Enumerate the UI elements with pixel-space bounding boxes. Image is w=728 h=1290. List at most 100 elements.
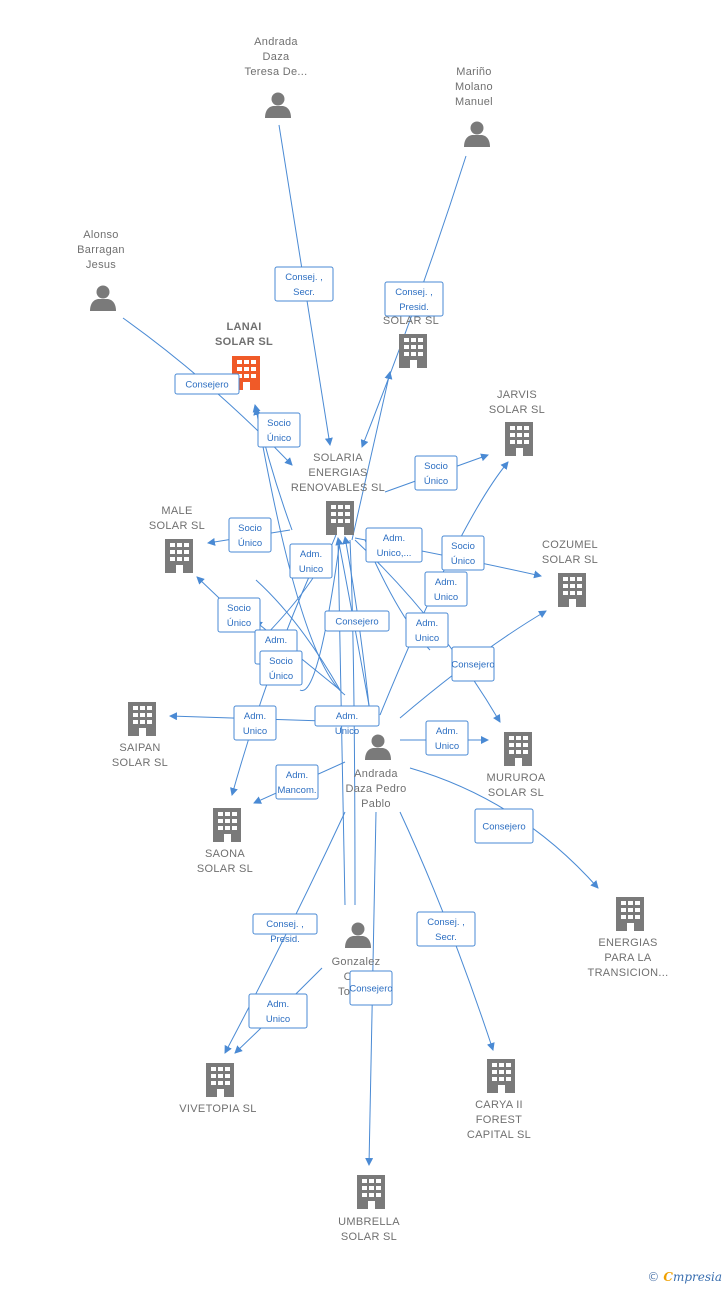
edge-label-box [217, 597, 261, 633]
building-icon [558, 573, 586, 607]
edge-label-text: Consej. , [395, 287, 433, 298]
building-icon [616, 897, 644, 931]
node-label: VIVETOPIA SL [179, 1103, 256, 1115]
edge-label-box [324, 610, 390, 632]
node-label: SOLAR SL [215, 336, 273, 348]
edge-label-text: Unico [434, 592, 458, 603]
node-label: SOLAR SL [489, 404, 545, 416]
edges-layer [122, 124, 599, 1166]
edge-label-text: Adm. [265, 635, 287, 646]
brand-logo-text: mpresia [672, 1270, 722, 1284]
edge-label-box [424, 571, 468, 607]
building-icon [326, 501, 354, 535]
edge-label-text: Socio [269, 656, 293, 667]
edge-label-text: Único [269, 671, 293, 682]
edge-label-text: Unico [335, 726, 359, 737]
edge-label-text: Único [227, 618, 251, 629]
node-label: UMBRELLA [338, 1216, 400, 1228]
edge-label-text: Adm. [244, 711, 266, 722]
edge-label-text: Unico [266, 1014, 290, 1025]
edge-label-box [451, 646, 495, 682]
edge-label-text: Mancom. [277, 785, 316, 796]
node-label: Manuel [455, 96, 493, 108]
brand-footer: ©Cmpresia [647, 1270, 722, 1284]
building-icon [165, 539, 193, 573]
edge-label-box [441, 535, 485, 571]
node-vivetopia[interactable]: VIVETOPIA SL [179, 1063, 256, 1115]
node-label: Molano [455, 81, 493, 93]
node-label: CAPITAL SL [467, 1129, 531, 1141]
edge-label-text: Adm. [436, 726, 458, 737]
node-jarvis[interactable]: JARVIS SOLAR SL [489, 389, 545, 456]
node-label: Daza Pedro [345, 783, 406, 795]
edge-label-text: Unico [415, 633, 439, 644]
building-icon [504, 732, 532, 766]
edge-label: Consejero [349, 970, 393, 1006]
edge-label-text: Único [238, 538, 262, 549]
edge-label-box [384, 281, 444, 317]
edge-label-text: Unico,... [377, 548, 412, 559]
edge-label-text: Unico [243, 726, 267, 737]
edge-label-text: Presid. [399, 302, 429, 313]
building-icon [128, 702, 156, 736]
edge-label-box [274, 266, 334, 302]
edge-label-box [259, 650, 303, 686]
edge-label-text: Consej. , [285, 272, 323, 283]
node-label: RENOVABLES SL [291, 482, 385, 494]
edge-line [253, 407, 346, 696]
edge-label-box [405, 612, 449, 648]
edge-label: Adm.Mancom. [275, 764, 319, 800]
edge-label-text: Consejero [482, 822, 525, 833]
node-label: Teresa De... [245, 66, 308, 78]
node-carya[interactable]: CARYA II FOREST CAPITAL SL [467, 1059, 531, 1141]
edge-label-text: Secr. [435, 932, 457, 943]
node-label: TRANSICION... [588, 967, 669, 979]
node-label: SOLAR SL [542, 554, 598, 566]
node-label: Pablo [361, 798, 391, 810]
edge-label-text: Único [424, 476, 448, 487]
edge-label-box [233, 705, 277, 741]
edge-label-text: Unico [435, 741, 459, 752]
person-icon [365, 734, 391, 760]
edge-label: Consejero [174, 373, 240, 395]
node-label: JARVIS [497, 389, 537, 401]
edge-labels-layer: Consej. ,Secr.Consej. ,Presid.ConsejeroS… [174, 266, 534, 1029]
edge-label: Consejero [324, 610, 390, 632]
edge-label-text: Consejero [335, 617, 378, 628]
edge-label-text: Consejero [185, 380, 228, 391]
node-label: SOLAR SL [488, 787, 544, 799]
node-label: SOLARIA [313, 452, 363, 464]
node-label: Daza [263, 51, 290, 63]
edge-label: Adm. Unico [233, 705, 277, 741]
edge-label-text: Socio [424, 461, 448, 472]
edge-label: Consejero [474, 808, 534, 844]
edge-label-text: Único [267, 433, 291, 444]
edge-label: Adm.Unico,... [365, 527, 423, 563]
building-icon [357, 1175, 385, 1209]
node-label: Barragan [77, 244, 125, 256]
node-label: SOLAR SL [197, 863, 253, 875]
node-label: SAIPAN [119, 742, 160, 754]
node-label: CARYA II [475, 1099, 523, 1111]
edge-label-box [414, 455, 458, 491]
node-label: FOREST [476, 1114, 522, 1126]
node-label: MALE [161, 505, 192, 517]
edge-label-box [275, 764, 319, 800]
edge-label-text: Único [451, 556, 475, 567]
